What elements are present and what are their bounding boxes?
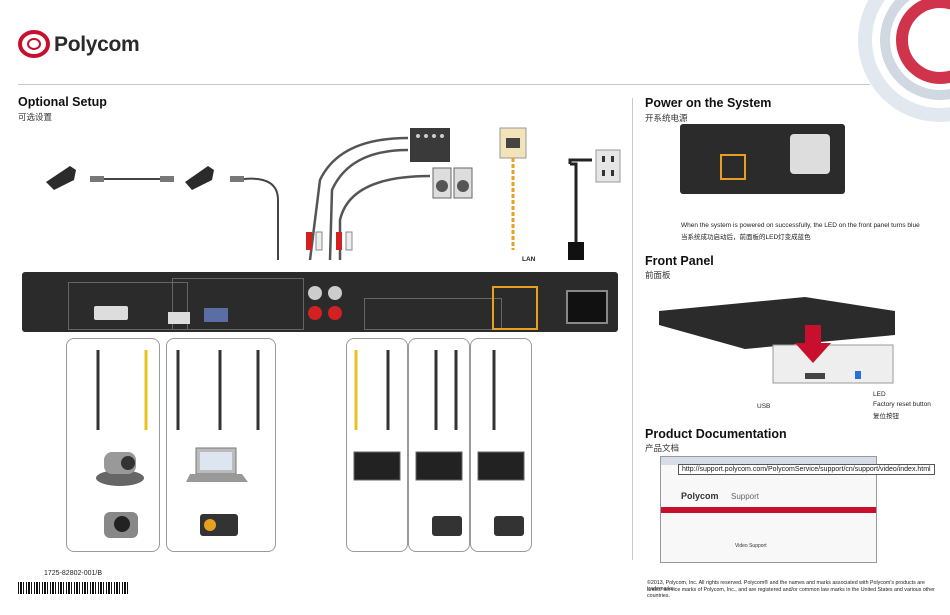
corner-swirl-graphic xyxy=(858,0,950,122)
power-note-cn: 当系统成功启动后，前面板的LED灯变成蓝色 xyxy=(681,234,811,241)
vga-port-icon xyxy=(204,308,228,322)
rear-port-group-3 xyxy=(364,298,502,330)
rca-port-icon xyxy=(308,286,322,300)
browser-section: Support xyxy=(731,492,760,501)
brand-name: Polycom xyxy=(54,33,140,56)
rca-port-icon xyxy=(308,306,322,320)
power-subtitle: 开系统电源 xyxy=(645,113,688,123)
reset-label: Factory reset button xyxy=(873,401,931,408)
barcode-graphic xyxy=(18,582,128,594)
power-switch-icon xyxy=(790,134,830,174)
usb-label: USB xyxy=(757,403,771,410)
led-label: LED xyxy=(873,391,886,398)
header-divider xyxy=(18,84,870,85)
power-device-image xyxy=(680,124,845,194)
rca-port-icon xyxy=(328,306,342,320)
rear-panel xyxy=(22,272,618,332)
accessories-illustration xyxy=(46,127,621,261)
peripherals-illustration xyxy=(96,350,525,538)
copyright-line-2: and/or service marks of Polycom, Inc., a… xyxy=(647,587,935,599)
optional-setup-title: Optional Setup xyxy=(18,95,107,109)
dvi-port-icon xyxy=(94,306,128,320)
lan-label: LAN xyxy=(522,256,536,263)
front-panel-illustration xyxy=(659,297,895,384)
reset-label-cn: 复位按钮 xyxy=(873,413,899,420)
browser-brand: Polycom xyxy=(681,491,719,501)
rca-port-icon xyxy=(328,286,342,300)
front-panel-subtitle: 前面板 xyxy=(645,270,671,280)
power-socket-icon xyxy=(566,290,608,324)
copyright-line-1: ©2013, Polycom, Inc. All rights reserved… xyxy=(647,580,925,592)
lan-port-icon xyxy=(492,286,538,330)
docs-title: Product Documentation xyxy=(645,427,787,441)
front-panel-title: Front Panel xyxy=(645,254,714,268)
browser-titlebar xyxy=(661,457,876,465)
lan-port-icon xyxy=(720,154,746,180)
docs-subtitle: 产品文档 xyxy=(645,443,680,453)
power-title: Power on the System xyxy=(645,96,772,110)
docs-url-link[interactable]: http://support.polycom.com/PolycomServic… xyxy=(678,464,935,475)
optional-setup-subtitle: 可选设置 xyxy=(18,112,53,122)
power-note: When the system is powered on successful… xyxy=(681,222,920,229)
browser-navbar xyxy=(661,507,876,513)
rear-port-group-1 xyxy=(68,282,188,330)
column-divider xyxy=(632,98,633,560)
rear-port-group-2 xyxy=(172,278,304,330)
part-number: 1725-82802-001/B xyxy=(44,570,102,577)
browser-heading: Video Support xyxy=(735,543,767,549)
hdmi-port-icon xyxy=(168,312,190,324)
polycom-logo-icon xyxy=(18,30,50,58)
